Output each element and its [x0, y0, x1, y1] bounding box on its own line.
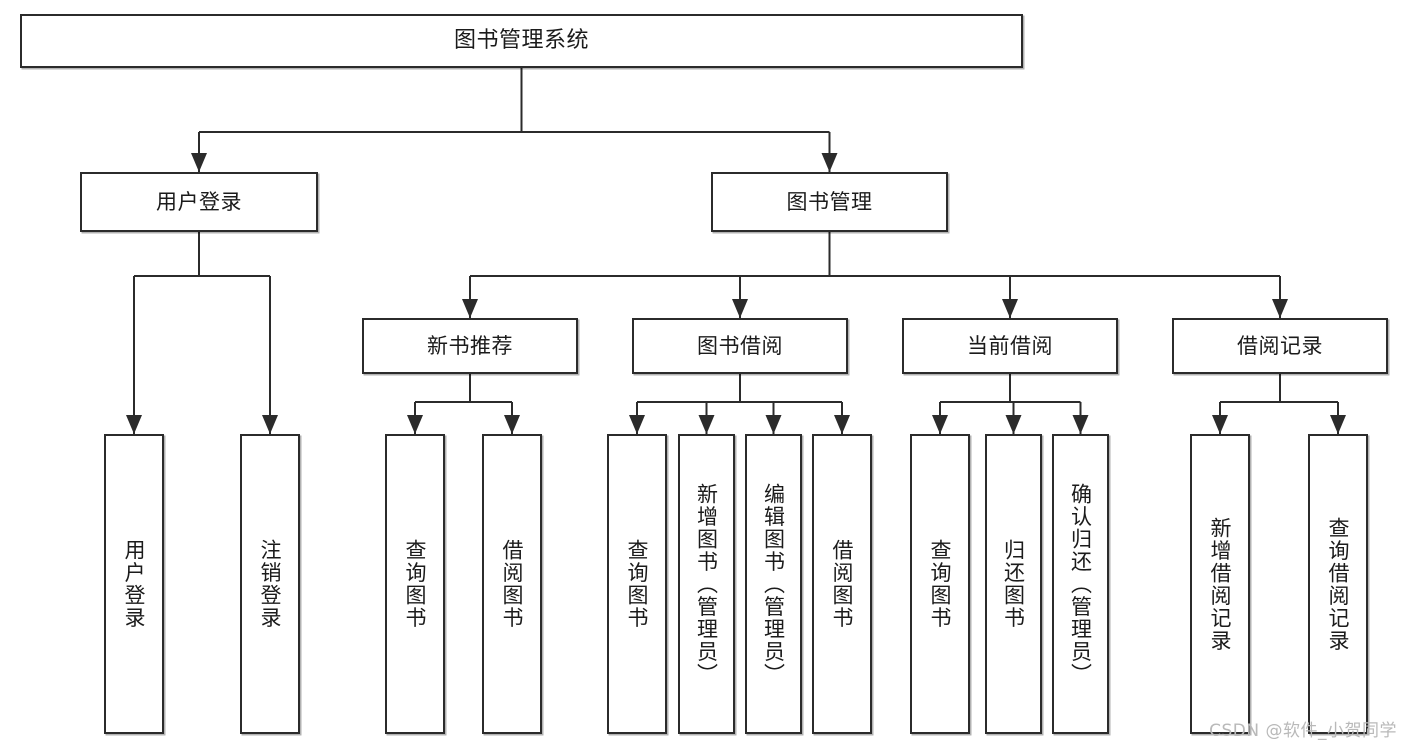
node-leaf-user-login[interactable]: 用户登录	[104, 434, 164, 734]
node-label: 确认归还（管理员）	[1068, 482, 1093, 686]
node-leaf-query-record[interactable]: 查询借阅记录	[1308, 434, 1368, 734]
node-user-login[interactable]: 用户登录	[80, 172, 318, 232]
node-current-borrow[interactable]: 当前借阅	[902, 318, 1118, 374]
node-label: 新增借阅记录	[1208, 516, 1233, 652]
node-leaf-query-book-2[interactable]: 查询图书	[607, 434, 667, 734]
node-label: 查询图书	[403, 539, 428, 629]
node-label: 借阅图书	[830, 539, 855, 629]
node-leaf-query-book-1[interactable]: 查询图书	[385, 434, 445, 734]
node-leaf-add-record[interactable]: 新增借阅记录	[1190, 434, 1250, 734]
node-leaf-borrow-book-1[interactable]: 借阅图书	[482, 434, 542, 734]
node-label: 图书管理系统	[453, 28, 589, 54]
watermark-text: CSDN @软件_小贺同学	[1209, 721, 1397, 741]
node-leaf-add-book[interactable]: 新增图书（管理员）	[678, 434, 735, 734]
node-label: 借阅记录	[1237, 333, 1323, 358]
node-leaf-return-book[interactable]: 归还图书	[985, 434, 1042, 734]
node-label: 新书推荐	[427, 333, 513, 358]
node-root[interactable]: 图书管理系统	[20, 14, 1023, 68]
node-label: 图书借阅	[697, 333, 783, 358]
node-label: 归还图书	[1001, 539, 1026, 629]
node-leaf-confirm-return[interactable]: 确认归还（管理员）	[1052, 434, 1109, 734]
node-label: 当前借阅	[967, 333, 1053, 358]
node-book-manage[interactable]: 图书管理	[711, 172, 948, 232]
node-book-borrow[interactable]: 图书借阅	[632, 318, 848, 374]
node-leaf-edit-book[interactable]: 编辑图书（管理员）	[745, 434, 802, 734]
node-borrow-record[interactable]: 借阅记录	[1172, 318, 1388, 374]
node-leaf-logout[interactable]: 注销登录	[240, 434, 300, 734]
node-leaf-borrow-book-2[interactable]: 借阅图书	[812, 434, 872, 734]
node-leaf-query-book-3[interactable]: 查询图书	[910, 434, 970, 734]
node-label: 注销登录	[258, 539, 283, 629]
node-label: 编辑图书（管理员）	[761, 482, 786, 686]
node-label: 新增图书（管理员）	[694, 482, 719, 686]
node-label: 查询图书	[625, 539, 650, 629]
node-label: 借阅图书	[500, 539, 525, 629]
node-label: 用户登录	[156, 189, 242, 214]
node-label: 查询借阅记录	[1326, 516, 1351, 652]
node-label: 用户登录	[122, 539, 147, 629]
node-label: 查询图书	[928, 539, 953, 629]
node-new-book-rec[interactable]: 新书推荐	[362, 318, 578, 374]
node-label: 图书管理	[786, 189, 873, 214]
